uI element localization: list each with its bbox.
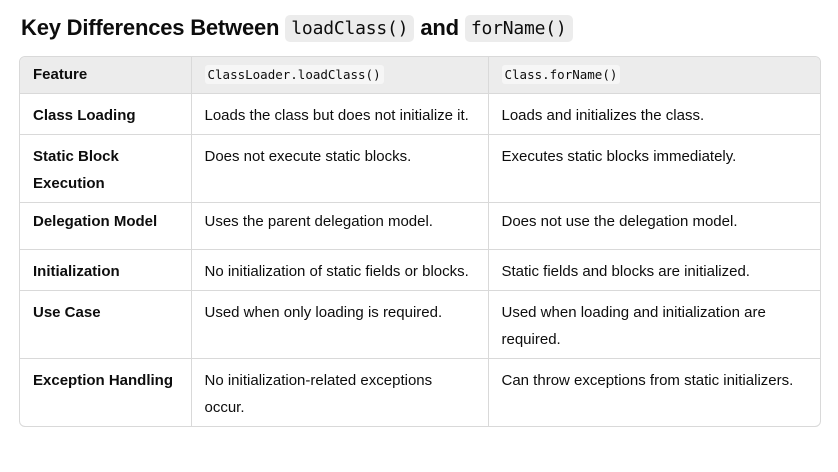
heading-code-loadclass: loadClass() <box>285 14 415 42</box>
row-forname-cell: Used when loading and initialization are… <box>487 289 820 358</box>
table-row: Use Case Used when only loading is requi… <box>20 289 820 358</box>
header-loadclass-code: ClassLoader.loadClass() <box>204 65 384 85</box>
row-feature-cell: Exception Handling <box>20 357 191 426</box>
header-forname: Class.forName() <box>487 57 820 93</box>
table-row: Initialization No initialization of stat… <box>20 248 820 290</box>
row-forname-cell: Does not use the delegation model. <box>487 201 820 249</box>
heading-prefix: Key Differences Between <box>21 15 280 40</box>
row-loadclass-cell: Uses the parent delegation model. <box>190 201 488 249</box>
row-forname-cell: Can throw exceptions from static initial… <box>487 357 820 426</box>
heading-code-forname: forName() <box>464 14 573 42</box>
heading-conjunction: and <box>420 15 459 40</box>
row-feature-cell: Class Loading <box>20 92 191 134</box>
row-loadclass-cell: Loads the class but does not initialize … <box>190 92 488 134</box>
table-row: Exception Handling No initialization-rel… <box>20 357 820 426</box>
row-feature-cell: Delegation Model <box>20 201 191 249</box>
row-feature-cell: Initialization <box>20 248 191 290</box>
page-heading: Key Differences Between loadClass() and … <box>19 11 577 45</box>
row-feature-cell: Use Case <box>20 289 191 358</box>
header-forname-code: Class.forName() <box>501 65 621 85</box>
row-forname-cell: Static fields and blocks are initialized… <box>487 248 820 290</box>
row-loadclass-cell: No initialization-related exceptions occ… <box>190 357 488 426</box>
table-header-row: Feature ClassLoader.loadClass() Class.fo… <box>20 57 820 93</box>
row-feature-cell: Static Block Execution <box>20 133 191 202</box>
header-loadclass: ClassLoader.loadClass() <box>190 57 488 93</box>
row-loadclass-cell: Does not execute static blocks. <box>190 133 488 202</box>
header-feature: Feature <box>33 66 88 84</box>
comparison-table: Feature ClassLoader.loadClass() Class.fo… <box>20 57 820 426</box>
row-loadclass-cell: No initialization of static fields or bl… <box>190 248 488 290</box>
table-row: Delegation Model Uses the parent delegat… <box>20 201 820 249</box>
comparison-table-container: Feature ClassLoader.loadClass() Class.fo… <box>19 56 821 427</box>
row-forname-cell: Executes static blocks immediately. <box>487 133 820 202</box>
row-forname-cell: Loads and initializes the class. <box>487 92 820 134</box>
row-loadclass-cell: Used when only loading is required. <box>190 289 488 358</box>
table-row: Class Loading Loads the class but does n… <box>20 92 820 134</box>
table-row: Static Block Execution Does not execute … <box>20 133 820 202</box>
